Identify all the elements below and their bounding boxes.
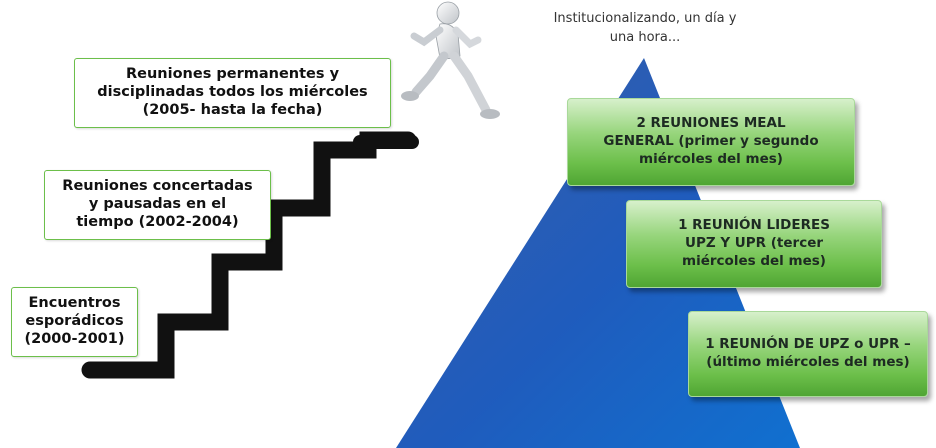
stair-step-1-line2: esporádicos [25, 313, 124, 330]
stair-step-2-line1: Reuniones concertadas [62, 178, 253, 195]
pyramid-level-2-line1: 1 REUNIÓN LIDERES [678, 217, 830, 234]
pyramid-level-3-line1: 1 REUNIÓN DE UPZ o UPR – [705, 336, 911, 353]
stair-step-2-line2: y pausadas en el [88, 196, 227, 213]
pyramid-caption-line1: Institucionalizando, un día y [553, 11, 737, 26]
pyramid-level-1-line1: 2 REUNIONES MEAL [636, 115, 786, 132]
pyramid-level-3-box: 1 REUNIÓN DE UPZ o UPR – (último miércol… [688, 311, 928, 397]
stair-step-3-box: Reuniones permanentes y disciplinadas to… [74, 58, 391, 128]
stair-step-3-line3: (2005- hasta la fecha) [142, 101, 323, 118]
pyramid-level-1-box: 2 REUNIONES MEAL GENERAL (primer y segun… [567, 98, 855, 186]
stair-step-1-line3: (2000-2001) [24, 330, 125, 347]
pyramid-caption-line2: una hora... [609, 29, 681, 45]
pyramid-level-1-line2: GENERAL (primer y segundo [603, 133, 819, 150]
pyramid-level-2-line3: miércoles del mes) [682, 252, 826, 269]
stair-step-1-line1: Encuentros [28, 295, 121, 312]
pyramid-level-3-line2: (último miércoles del mes) [706, 354, 910, 370]
running-person-icon [401, 1, 500, 119]
stair-step-3-line1: Reuniones permanentes y [125, 66, 340, 83]
stair-step-2-line3: tiempo (2002-2004) [76, 213, 239, 230]
stair-step-1-box: Encuentros esporádicos (2000-2001) [11, 287, 138, 357]
stair-step-2-box: Reuniones concertadas y pausadas en el t… [44, 170, 271, 240]
pyramid-level-1-line3: miércoles del mes) [639, 150, 783, 167]
pyramid-level-2-box: 1 REUNIÓN LIDERES UPZ Y UPR (tercer miér… [626, 200, 882, 288]
pyramid-level-2-line2: UPZ Y UPR (tercer [684, 235, 824, 252]
pyramid-caption: Institucionalizando, un día y una hora..… [520, 10, 770, 48]
stair-step-3-line2: disciplinadas todos los miércoles [97, 84, 368, 101]
